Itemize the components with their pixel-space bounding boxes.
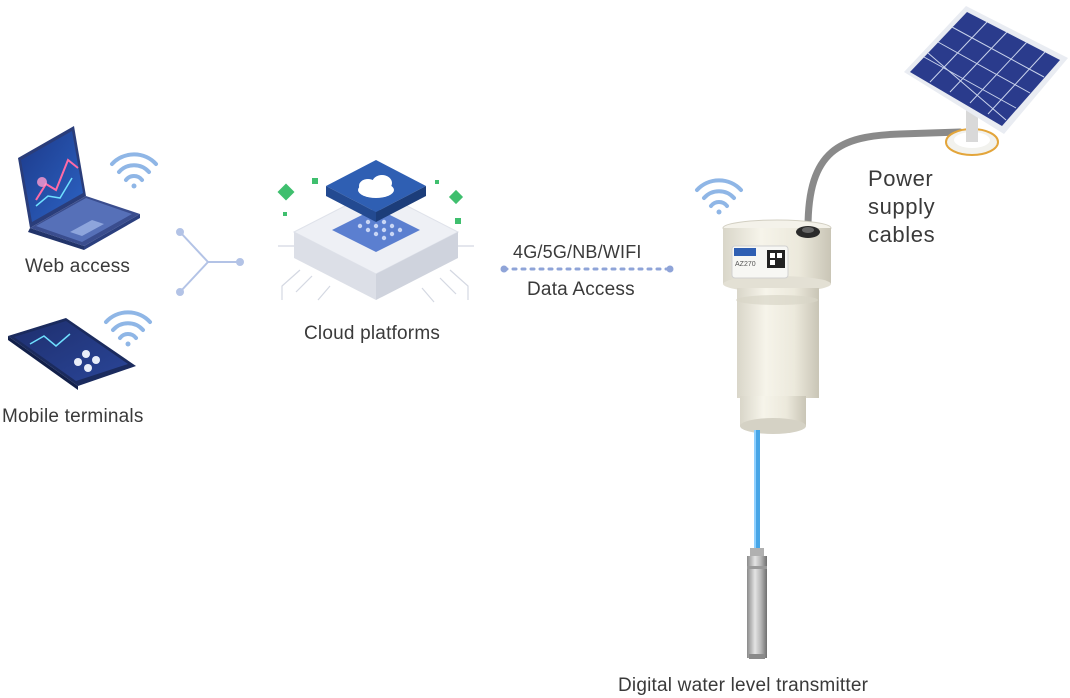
- cloud-server-icon: [277, 160, 474, 303]
- power-cable: [804, 128, 964, 232]
- wifi-icon: [104, 310, 152, 347]
- data-link-line: [500, 265, 674, 273]
- protocols-label: 4G/5G/NB/WIFI: [513, 242, 642, 262]
- transmitter-housing: [722, 219, 832, 434]
- wifi-icon: [695, 178, 743, 215]
- qr-code-icon: [767, 250, 785, 268]
- power-supply-line-3: cables: [868, 222, 936, 247]
- cloud-platforms-label: Cloud platforms: [304, 323, 441, 344]
- web-access-label: Web access: [25, 256, 131, 277]
- laptop-icon: [18, 126, 140, 250]
- connector-lines: [176, 228, 244, 296]
- power-supply-line-1: Power: [868, 166, 934, 191]
- cloud-icon: [358, 175, 394, 198]
- transmitter-model-label: AZ270: [735, 261, 756, 268]
- solar-panel-icon: [904, 6, 1068, 156]
- phone-icon: [8, 318, 136, 390]
- wifi-icon: [110, 152, 158, 189]
- mobile-terminals-label: Mobile terminals: [2, 406, 144, 427]
- transmitter-label: Digital water level transmitter: [618, 675, 869, 696]
- sensor-probe-icon: [747, 430, 767, 659]
- data-access-label: Data Access: [527, 279, 635, 300]
- power-supply-line-2: supply: [868, 194, 936, 219]
- power-supply-label: Power supply cables: [868, 165, 935, 249]
